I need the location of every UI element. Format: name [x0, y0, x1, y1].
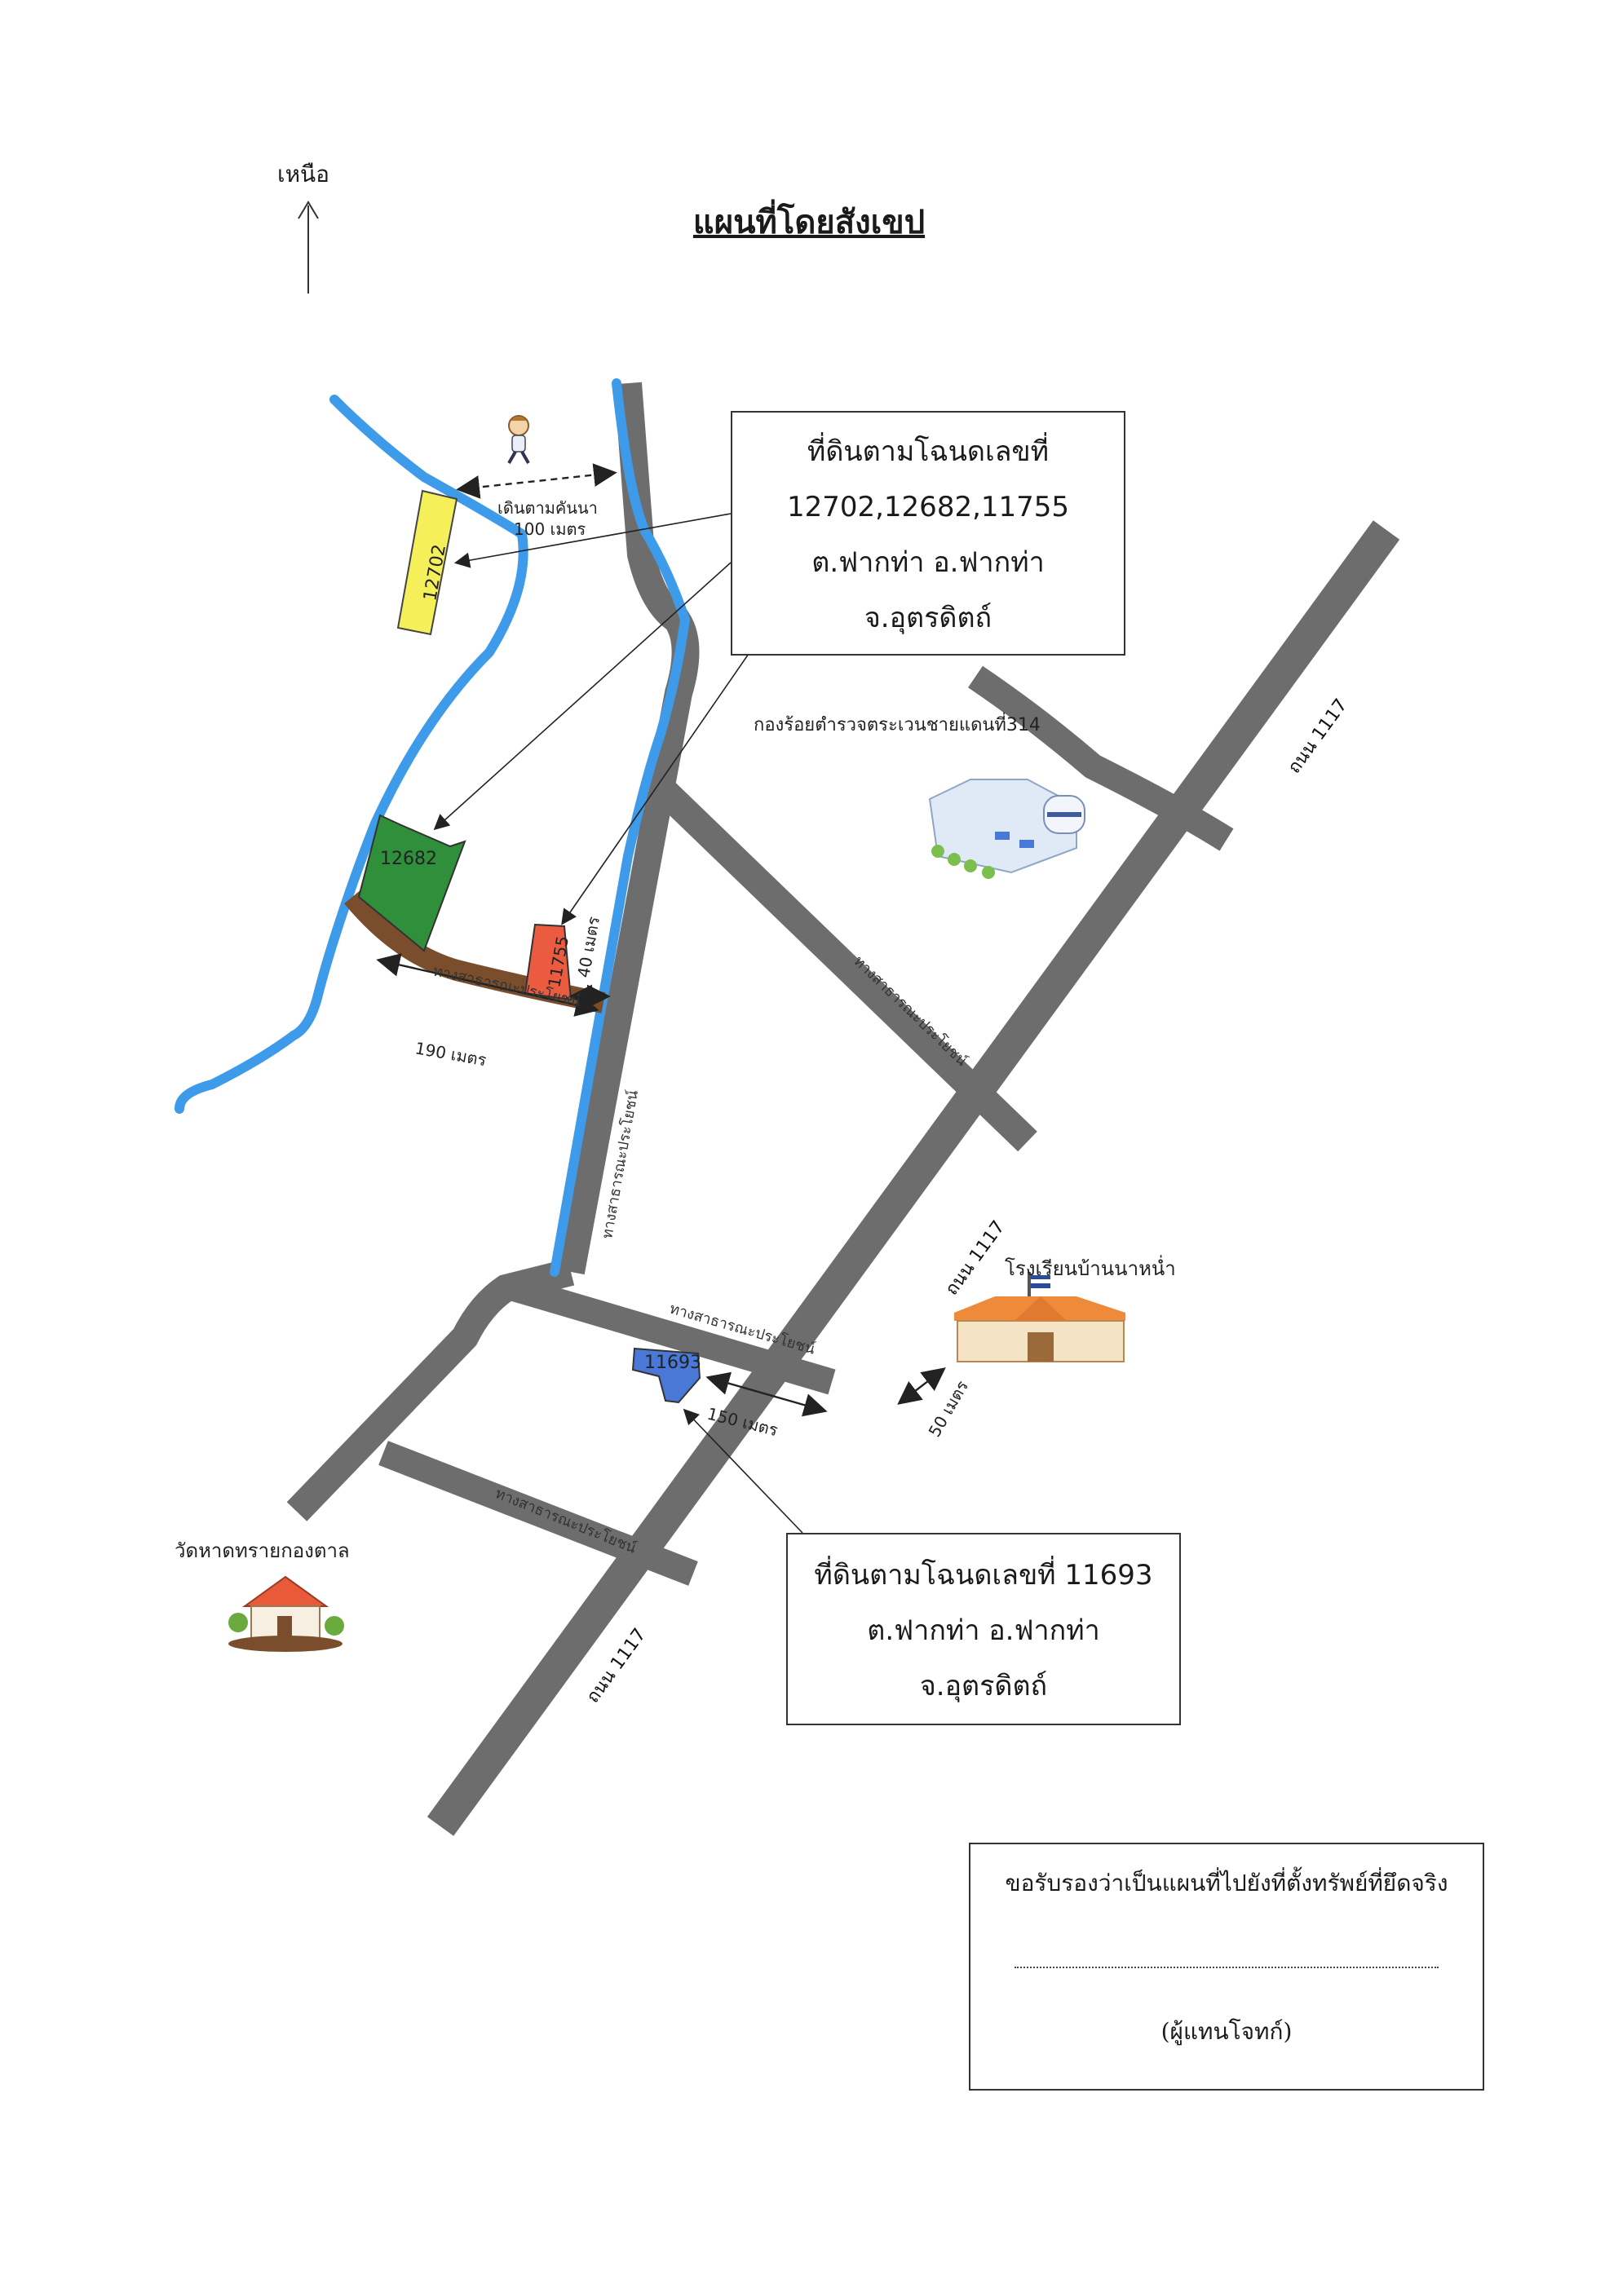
box1-line4: จ.อุตรดิตถ์	[864, 602, 992, 634]
road-label-1117-b: ถนน 1117	[942, 1217, 1010, 1300]
box2-line2: ต.ฟากท่า อ.ฟากท่า	[867, 1614, 1100, 1647]
signer-name: (ผู้แทนโจทก์)	[1160, 2018, 1293, 2045]
road-south-west	[378, 1441, 698, 1586]
label-walk: เดินตามคันนา	[497, 498, 598, 518]
road-west	[557, 382, 700, 1275]
parcel-12702	[396, 489, 458, 636]
parcel-12682	[357, 814, 466, 952]
label-50m: 50 เมตร	[925, 1377, 973, 1441]
box1-line3: ต.ฟากท่า อ.ฟากท่า	[811, 546, 1045, 579]
parcel-info-box-2: ที่ดินตามโฉนดเลขที่ 11693 ต.ฟากท่า อ.ฟาก…	[786, 1533, 1181, 1725]
parcel-12682-label: 12682	[380, 849, 437, 869]
road-diagonal	[646, 772, 1037, 1152]
pointer-arrows	[433, 513, 803, 1534]
road-police	[968, 665, 1234, 851]
river	[175, 378, 691, 1277]
temple-icon	[228, 1575, 344, 1652]
box2-line3: จ.อุตรดิตถ์	[919, 1670, 1048, 1702]
road-label-public-1: ทางสาธารณะประโยชน์	[851, 952, 971, 1070]
north-label: เหนือ	[277, 161, 329, 188]
signature-line	[1015, 1967, 1439, 1968]
distance-arrows	[376, 463, 946, 1417]
page-title: แผนที่โดยสังเขป	[692, 203, 926, 241]
school-icon	[954, 1272, 1125, 1362]
label-police: กองร้อยตำรวจตระเวนชายแดนที่314	[754, 712, 1041, 735]
label-190m: 190 เมตร	[413, 1038, 488, 1070]
box1-line2: 12702,12682,11755	[786, 491, 1070, 523]
box1-line1: ที่ดินตามโฉนดเลขที่	[807, 435, 1050, 468]
walking-person-icon	[507, 415, 530, 464]
label-school: โรงเรียนบ้านนาหน่ำ	[1005, 1255, 1176, 1280]
label-temple: วัดหาดทรายกองตาล	[175, 1539, 350, 1562]
police-station-icon	[928, 779, 1085, 879]
road-south-east	[510, 1275, 836, 1395]
road-label-1117-a: ถนน 1117	[1284, 695, 1352, 778]
parcel-11693	[631, 1347, 701, 1404]
certification-box: ขอรับรองว่าเป็นแผนที่ไปยังที่ตั้งทรัพย์ท…	[969, 1843, 1484, 2091]
north-arrow	[298, 201, 319, 294]
highway-1117	[427, 520, 1400, 1836]
parcel-info-box-1: ที่ดินตามโฉนดเลขที่ 12702,12682,11755 ต.…	[731, 411, 1125, 656]
certification-text: ขอรับรองว่าเป็นแผนที่ไปยังที่ตั้งทรัพย์ท…	[1005, 1870, 1448, 1896]
road-label-public-4: ทางสาธารณะประโยชน์	[493, 1484, 639, 1557]
label-40m: 40 เมตร	[573, 915, 603, 979]
label-walk-dist: 100 เมตร	[514, 519, 586, 539]
box2-line1: ที่ดินตามโฉนดเลขที่ 11693	[814, 1559, 1153, 1592]
parcel-11693-label: 11693	[644, 1353, 701, 1373]
road-south	[286, 1258, 575, 1521]
roads	[286, 382, 1400, 1836]
